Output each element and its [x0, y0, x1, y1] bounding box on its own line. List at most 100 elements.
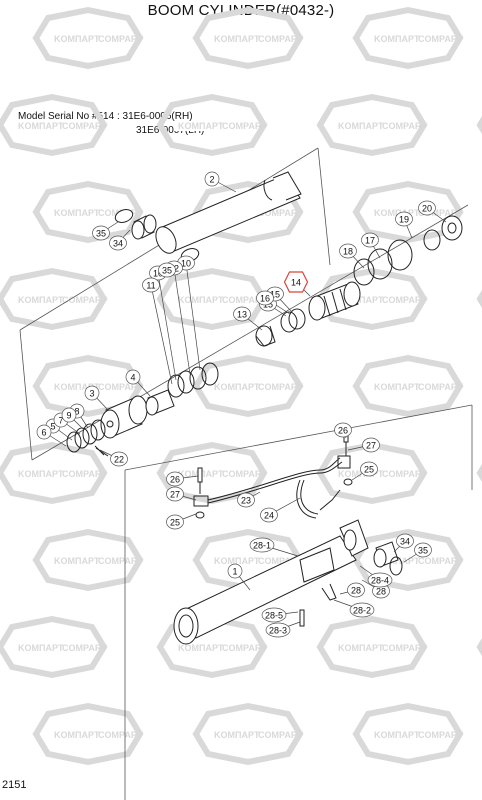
callout-20: 20	[418, 200, 436, 216]
callout-number: 28	[376, 587, 386, 597]
callout-leader	[157, 272, 177, 381]
callout-25: 25	[166, 514, 184, 530]
callout-leader	[185, 262, 201, 371]
watermark-text-left: KOMПAPT	[374, 382, 420, 392]
callout-28: 28	[347, 582, 365, 598]
callout-13: 13	[233, 306, 251, 322]
callout-number: 7	[58, 416, 63, 426]
callout-27: 27	[362, 437, 380, 453]
watermark-text-left: KOMПAPT	[214, 556, 260, 566]
part-2-rod	[155, 171, 302, 254]
callout-number: 35	[162, 266, 172, 276]
part-4-bushing	[145, 389, 175, 416]
callout-27: 27	[166, 486, 184, 502]
callout-number: 10	[181, 259, 191, 269]
callout-number: 5	[50, 422, 55, 432]
callout-28-4: 28-4	[367, 572, 393, 588]
callout-34: 34	[396, 533, 414, 549]
callout-number: 26	[338, 426, 348, 436]
callout-number: 28-3	[269, 626, 287, 636]
callout-1: 1	[227, 563, 243, 579]
watermark-text-right: COMPART	[258, 730, 303, 740]
callout-number: 18	[343, 247, 353, 257]
watermark-text-left: KOMПAPT	[338, 643, 384, 653]
watermark-text-right: COMPART	[222, 121, 267, 131]
watermark-text-left: KOMПAPT	[374, 208, 420, 218]
watermark-text-left: KOMПAPT	[54, 34, 100, 44]
callout-28-5: 28-5	[261, 607, 287, 623]
watermark-text-right: COMPART	[382, 643, 427, 653]
callout-number: 10	[153, 269, 163, 279]
watermark-text-right: COMPART	[382, 295, 427, 305]
piston-rings-5-12	[66, 362, 219, 456]
callout-number: 6	[41, 428, 46, 438]
watermark-text-left: KOMПAPT	[18, 469, 64, 479]
callout-25: 25	[360, 461, 378, 477]
watermark-text-right: COMPART	[222, 295, 267, 305]
callout-26: 26	[166, 471, 184, 487]
callout-number: 28	[351, 586, 361, 596]
watermark-text-right: COMPART	[418, 34, 463, 44]
watermark-text-right: COMPART	[382, 121, 427, 131]
callout-number: 9	[66, 411, 71, 421]
callout-6: 6	[36, 424, 52, 440]
part-14-bellows-seal	[308, 281, 361, 321]
callout-number: 35	[418, 546, 428, 556]
callout-leader	[150, 284, 173, 385]
watermark-text-left: KOMПAPT	[338, 295, 384, 305]
watermark-text-left: KOMПAPT	[54, 382, 100, 392]
watermark-text-right: COMPART	[98, 382, 143, 392]
callout-23: 23	[237, 492, 255, 508]
watermark-text-left: KOMПAPT	[18, 295, 64, 305]
callout-18: 18	[339, 243, 357, 259]
callout-35: 35	[414, 542, 432, 558]
callout-leader	[173, 267, 191, 375]
page-number: 2151	[2, 779, 27, 791]
highlight-hexagon	[283, 271, 309, 293]
callout-number: 28-4	[371, 576, 389, 586]
seal-rings-15-20	[255, 215, 463, 347]
watermark-text-left: KOMПAPT	[178, 643, 224, 653]
callout-number: 2	[209, 175, 214, 185]
callout-number: 3	[89, 389, 94, 399]
callout-number: 11	[146, 281, 155, 291]
callout-number: 28-5	[265, 611, 283, 621]
watermark-text-right: COMPART	[418, 208, 463, 218]
watermark-text-right: COMPART	[62, 295, 107, 305]
watermark-text-left: KOMПAPT	[54, 556, 100, 566]
watermark-text-right: COMPART	[382, 469, 427, 479]
callout-number: 28-1	[253, 541, 271, 551]
callout-number: 8	[74, 407, 79, 417]
watermark-text-left: KOMПAPT	[178, 121, 224, 131]
callout-24: 24	[260, 507, 278, 523]
watermark-text-right: COMPART	[222, 469, 267, 479]
callout-number: 25	[170, 518, 180, 528]
watermark-text-left: KOMПAPT	[374, 34, 420, 44]
part-3-piston	[100, 395, 148, 439]
watermark-text-left: KOMПAPT	[374, 730, 420, 740]
watermark-text-right: COMPART	[62, 643, 107, 653]
callout-number: 1	[232, 567, 237, 577]
callout-14: 14	[283, 271, 309, 293]
callout-16: 16	[256, 290, 274, 306]
callout-28-3: 28-3	[265, 622, 291, 638]
watermark-text-left: KOMПAPT	[178, 295, 224, 305]
callout-2: 2	[204, 171, 220, 187]
watermark-text-right: COMPART	[258, 34, 303, 44]
pipes-23-24	[193, 430, 351, 519]
callout-number: 13	[237, 310, 247, 320]
